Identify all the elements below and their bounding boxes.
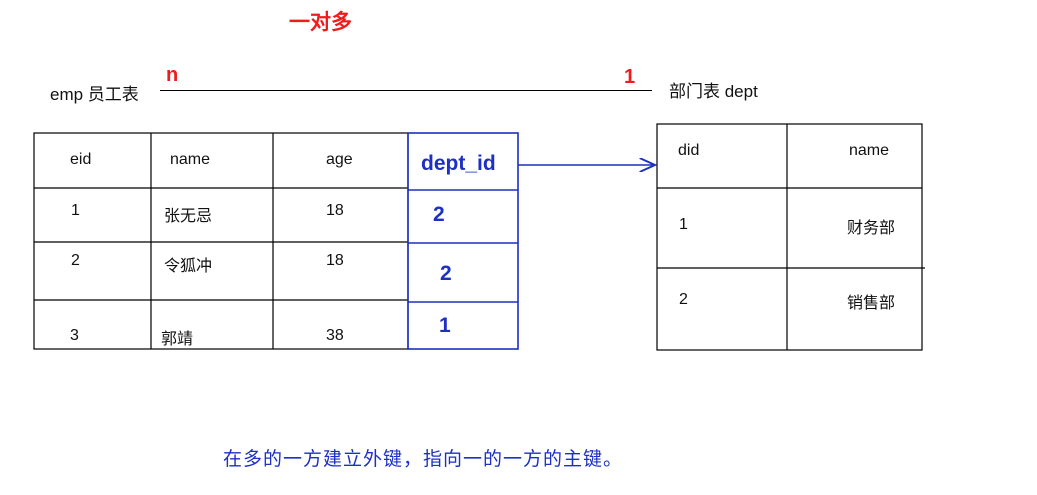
emp-row3-name: 郭靖 <box>161 331 194 348</box>
emp-row1-age: 18 <box>326 202 344 219</box>
foreign-key-note: 在多的一方建立外键，指向一的一方的主键。 <box>223 449 624 470</box>
emp-table-border <box>33 132 409 350</box>
emp-row3-dept-id: 1 <box>439 314 451 337</box>
emp-row3-eid: 3 <box>70 327 79 344</box>
emp-row1-name: 张无忌 <box>164 208 213 225</box>
emp-row1-dept-id: 2 <box>433 203 445 226</box>
dept-row2-name: 销售部 <box>847 295 896 312</box>
dept-header-name: name <box>849 142 890 159</box>
dept-row2-did: 2 <box>679 291 688 308</box>
emp-row2-eid: 2 <box>71 252 80 269</box>
dept-id-column-border <box>407 132 519 350</box>
emp-row1-eid: 1 <box>71 202 80 219</box>
emp-table-label: emp 员工表 <box>50 85 139 104</box>
emp-header-age: age <box>326 151 353 168</box>
emp-header-eid: eid <box>70 151 92 168</box>
emp-row2-age: 18 <box>326 252 344 269</box>
relationship-line <box>160 90 652 91</box>
dept-row1-name: 财务部 <box>847 220 896 237</box>
emp-row2-dept-id: 2 <box>440 262 452 285</box>
emp-header-dept-id: dept_id <box>421 152 496 175</box>
emp-row2-name: 令狐冲 <box>164 258 213 275</box>
dept-table-border <box>656 123 925 351</box>
emp-header-name: name <box>170 151 211 168</box>
one-cardinality-label: 1 <box>624 66 636 88</box>
dept-header-did: did <box>678 142 700 159</box>
emp-row3-age: 38 <box>326 327 344 344</box>
dept-table-label: 部门表 dept <box>669 82 758 101</box>
dept-row1-did: 1 <box>679 216 688 233</box>
diagram-title: 一对多 <box>289 11 352 34</box>
many-cardinality-label: n <box>166 64 179 86</box>
